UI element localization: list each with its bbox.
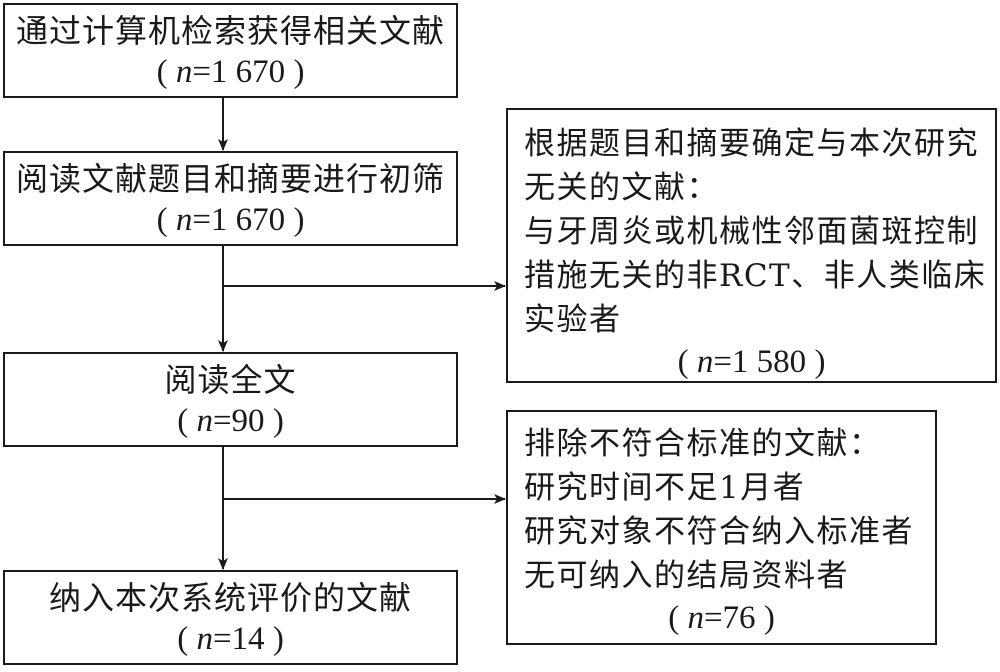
exclusion-line: 与牙周炎或机械性邻面菌斑控制	[524, 214, 979, 250]
step-count: ( n=1 670 )	[156, 201, 305, 238]
step-title: 阅读全文	[164, 360, 297, 399]
exclusion-line: 实验者	[524, 302, 622, 338]
exclusion-fulltext-box: 排除不符合标准的文献： 研究时间不足1月者 研究对象不符合纳入标准者 无可纳入的…	[506, 410, 937, 645]
step-title: 阅读文献题目和摘要进行初筛	[15, 159, 445, 198]
exclusion-line: 研究对象不符合纳入标准者	[524, 514, 914, 550]
exclusion-line: 无可纳入的结局资料者	[524, 558, 849, 594]
step-fulltext-box: 阅读全文 ( n=90 )	[3, 352, 458, 447]
exclusion-line: 无关的文献：	[524, 170, 719, 206]
exclusion-count: ( n=76 )	[668, 600, 775, 636]
step-title: 通过计算机检索获得相关文献	[15, 11, 445, 50]
exclusion-count: ( n=1 580 )	[677, 344, 826, 380]
step-screening-box: 阅读文献题目和摘要进行初筛 ( n=1 670 )	[3, 151, 458, 246]
exclusion-line: 措施无关的非RCT、非人类临床	[524, 258, 987, 294]
exclusion-line: 根据题目和摘要确定与本次研究	[524, 126, 979, 162]
exclusion-line: 研究时间不足1月者	[524, 470, 806, 506]
step-count: ( n=1 670 )	[156, 53, 305, 90]
step-identification-box: 通过计算机检索获得相关文献 ( n=1 670 )	[3, 3, 458, 98]
exclusion-line: 排除不符合标准的文献：	[524, 426, 882, 462]
step-count: ( n=90 )	[177, 402, 284, 439]
step-count: ( n=14 )	[177, 620, 284, 657]
step-included-box: 纳入本次系统评价的文献 ( n=14 )	[3, 570, 458, 665]
exclusion-title-abstract-box: 根据题目和摘要确定与本次研究 无关的文献： 与牙周炎或机械性邻面菌斑控制 措施无…	[506, 108, 997, 383]
step-title: 纳入本次系统评价的文献	[48, 578, 412, 617]
